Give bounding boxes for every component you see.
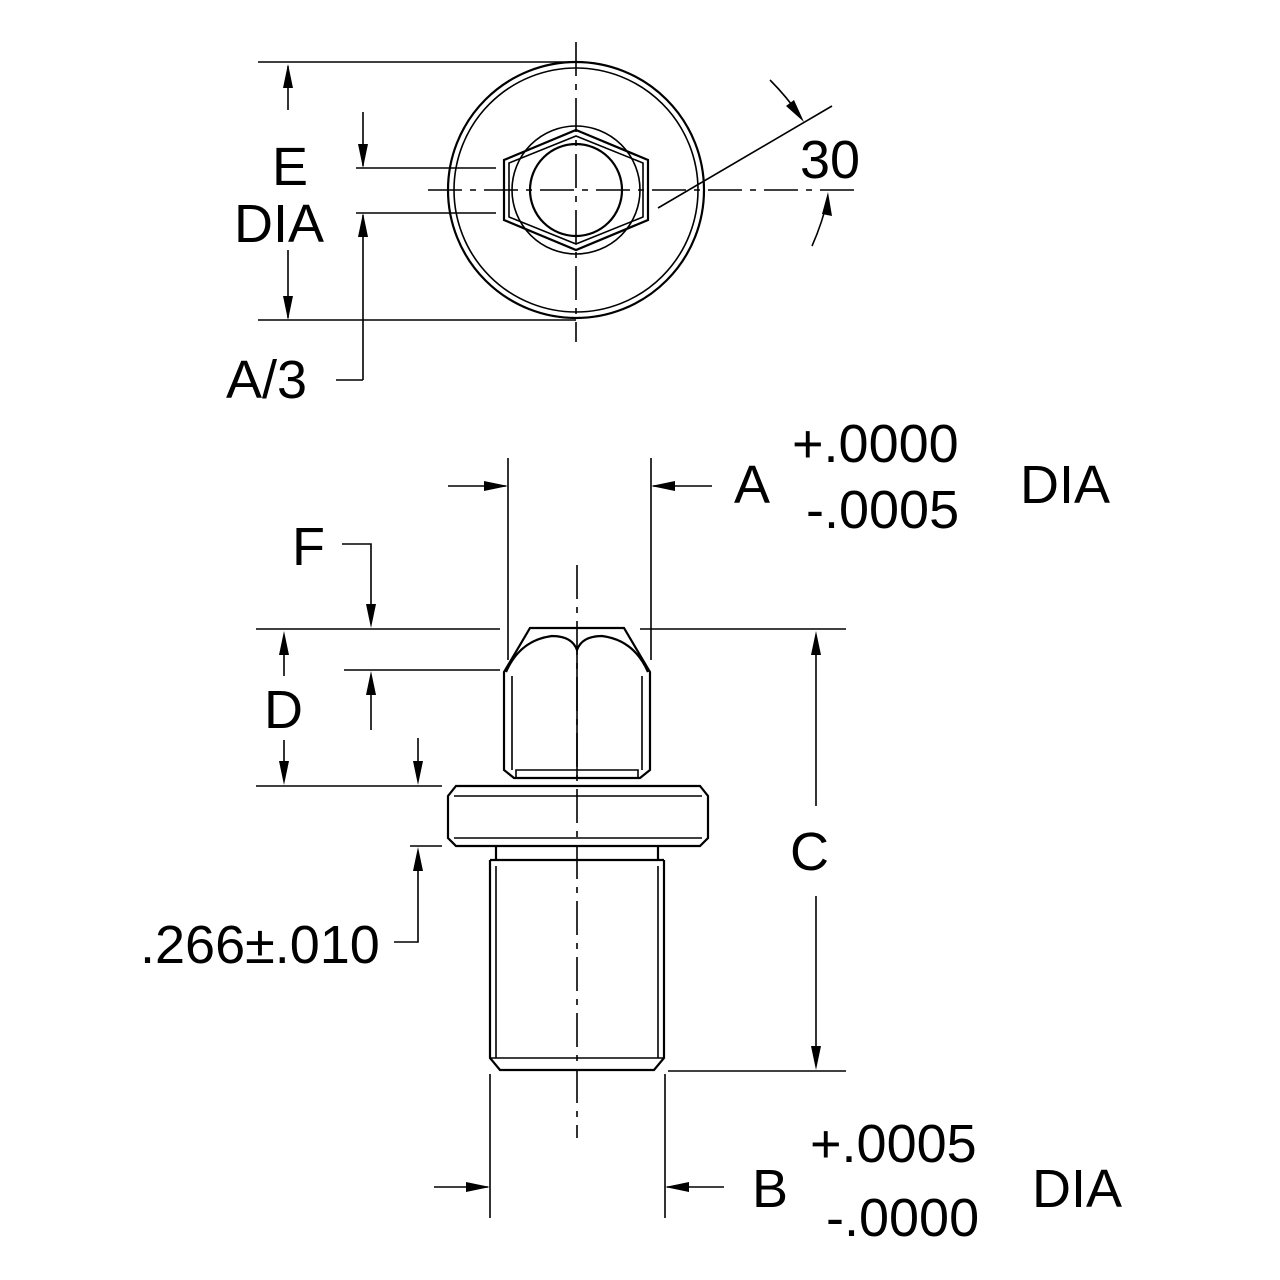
arrow-d-up	[279, 631, 289, 655]
a-tolerance-plus: +.0000	[792, 414, 959, 474]
label-a: A	[734, 455, 770, 515]
label-d: D	[264, 680, 303, 740]
a-dia-label: DIA	[1020, 455, 1110, 515]
b-tolerance-minus: -.0000	[826, 1188, 979, 1248]
arrow-b-right	[665, 1182, 689, 1192]
arrow-f-down	[366, 604, 376, 628]
side-view: A +.0000 -.0005 DIA F D C .266±.010 B +.…	[140, 414, 1122, 1248]
angle-leg	[657, 105, 833, 209]
arrow-a-right	[651, 481, 675, 491]
flange-outline	[446, 784, 710, 848]
label-c: C	[790, 822, 829, 882]
a-tolerance-minus: -.0005	[806, 480, 959, 540]
arrow-266-down	[413, 761, 423, 785]
arrow-b-left	[466, 1182, 490, 1192]
arrow-f-up	[366, 671, 376, 695]
label-b: B	[752, 1159, 788, 1219]
label-f: F	[292, 517, 325, 577]
b-tolerance-plus: +.0005	[810, 1114, 977, 1174]
arrow-c-up	[811, 631, 821, 655]
leader-f	[342, 543, 372, 605]
arrow-266-up	[413, 847, 423, 871]
angle-arrow-upper	[786, 100, 804, 122]
arrow-outer-up	[283, 64, 293, 88]
relief-neck	[490, 846, 664, 862]
hex-head-outline	[502, 626, 652, 780]
label-angle-30: 30	[800, 130, 860, 190]
label-dia: DIA	[234, 194, 324, 254]
arrow-d-down	[279, 761, 289, 785]
label-e: E	[272, 137, 308, 197]
label-a3: A/3	[226, 350, 307, 410]
arrow-c-down	[811, 1046, 821, 1070]
arrow-e-down	[358, 144, 368, 168]
shank-outline	[488, 860, 666, 1072]
top-view: E DIA A/3 30	[226, 42, 860, 410]
leader-266	[394, 870, 419, 943]
arrow-a-left	[484, 481, 508, 491]
b-dia-label: DIA	[1032, 1159, 1122, 1219]
arrow-e-up	[358, 213, 368, 237]
angle-arrow-lower	[822, 192, 832, 216]
label-shoulder-266: .266±.010	[140, 915, 380, 975]
arrow-outer-down	[283, 296, 293, 320]
hex-outline	[502, 128, 650, 252]
